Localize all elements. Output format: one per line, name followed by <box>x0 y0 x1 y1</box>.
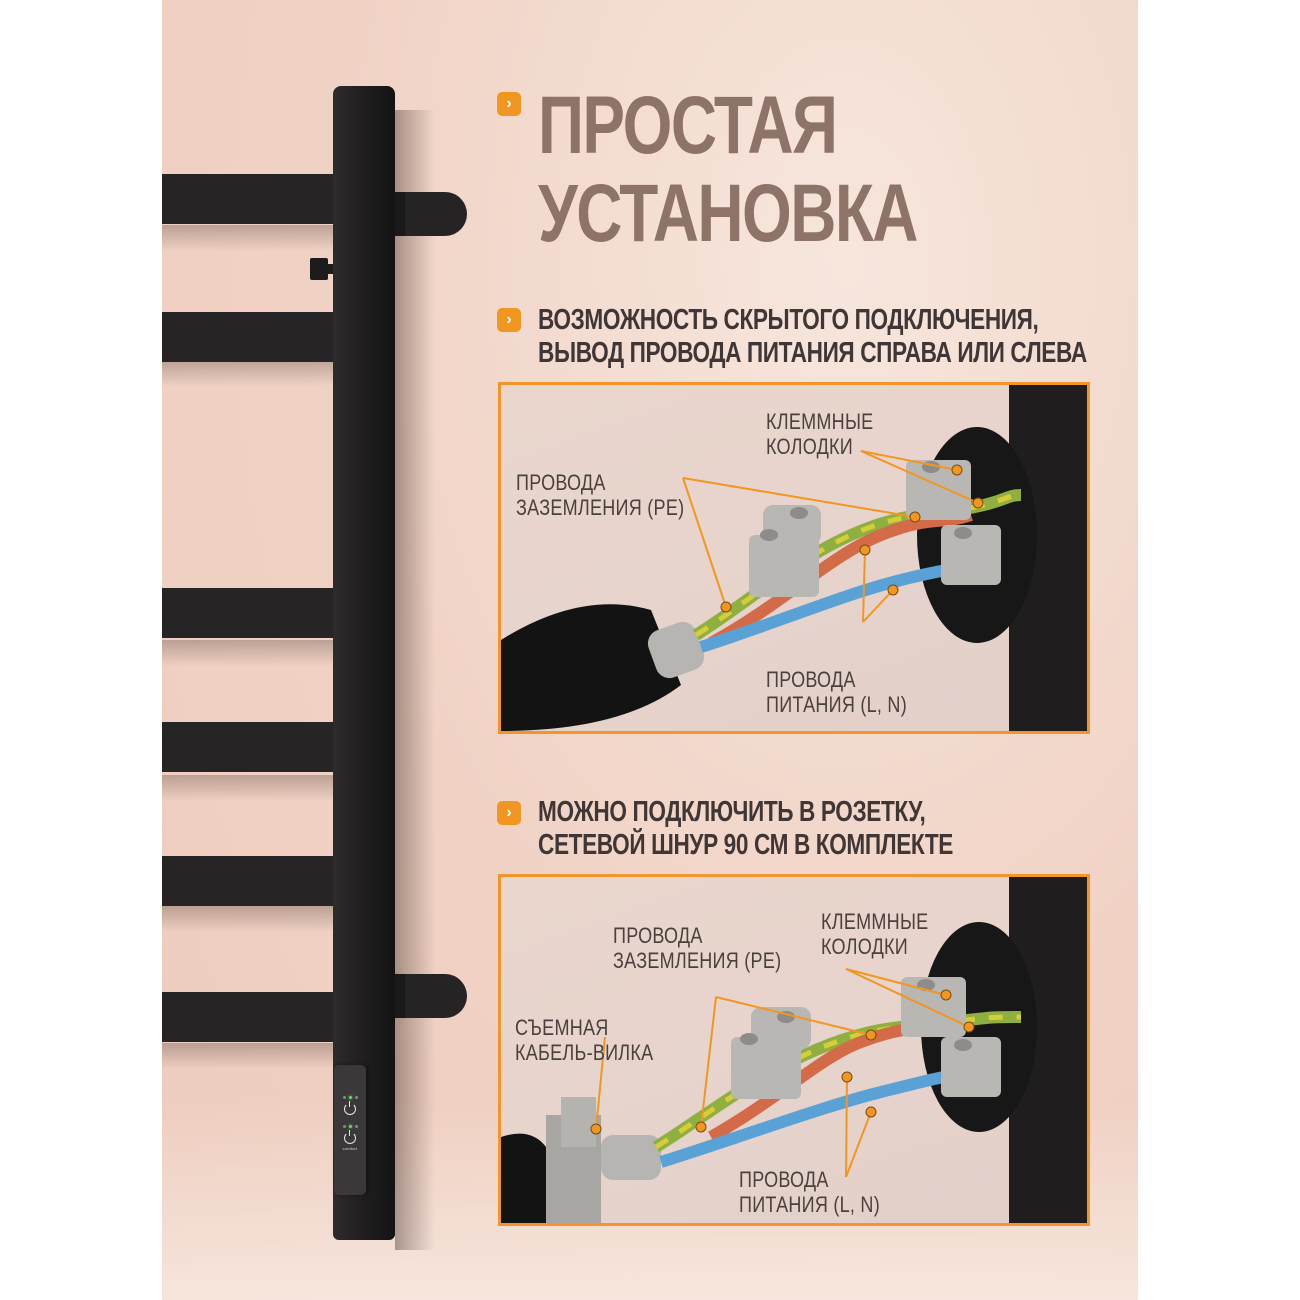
rail-shadow <box>162 906 333 932</box>
chevron-right-icon: › <box>497 92 521 116</box>
callout-line: ПРОВОДА <box>516 470 606 495</box>
wall-bracket-bottom <box>395 974 467 1018</box>
title-line-1: ПРОСТАЯ <box>538 80 838 171</box>
callout-ground-wires: ПРОВОДА ЗАЗЕМЛЕНИЯ (PE) <box>516 470 684 520</box>
valve-stem <box>326 264 336 274</box>
callout-line: КАБЕЛЬ-ВИЛКА <box>515 1040 654 1065</box>
heading-line: МОЖНО ПОДКЛЮЧИТЬ В РОЗЕТКУ, <box>538 796 926 828</box>
chevron-right-icon: › <box>497 801 521 825</box>
led-indicator <box>348 1125 352 1128</box>
valve-cap <box>310 258 328 280</box>
pipe-shadow <box>395 110 435 1250</box>
callout-terminal-blocks: КЛЕММНЫЕ КОЛОДКИ <box>766 409 873 459</box>
vertical-pipe <box>333 86 395 1240</box>
callout-line: ЗАЗЕМЛЕНИЯ (PE) <box>613 948 782 973</box>
rail-shadow <box>162 1043 333 1069</box>
bracket-ring <box>395 192 405 236</box>
callout-power-wires: ПРОВОДА ПИТАНИЯ (L, N) <box>739 1167 880 1217</box>
callout-line: КЛЕММНЫЕ <box>766 409 874 434</box>
section-2-heading: МОЖНО ПОДКЛЮЧИТЬ В РОЗЕТКУ, СЕТЕВОЙ ШНУР… <box>538 796 953 862</box>
callout-line: ПИТАНИЯ (L, N) <box>766 692 907 717</box>
callout-line: ПИТАНИЯ (L, N) <box>739 1192 880 1217</box>
callout-line: СЪЕМНАЯ <box>515 1015 609 1040</box>
plug-connection-photo: КЛЕММНЫЕ КОЛОДКИ ПРОВОДА ЗАЗЕМЛЕНИЯ (PE)… <box>498 874 1090 1226</box>
callout-line: КЛЕММНЫЕ <box>821 909 929 934</box>
bracket-ring <box>395 974 405 1018</box>
led-indicator <box>348 1096 352 1099</box>
rail-bar-5 <box>162 856 333 906</box>
heading-line: ВОЗМОЖНОСТЬ СКРЫТОГО ПОДКЛЮЧЕНИЯ, <box>538 304 1039 336</box>
rail-bar-4 <box>162 722 333 772</box>
callout-line: ПРОВОДА <box>739 1167 829 1192</box>
rail-bar-6 <box>162 992 333 1042</box>
heading-line: СЕТЕВОЙ ШНУР 90 СМ В КОМПЛЕКТЕ <box>538 829 954 861</box>
product-card: сomfort › ПРОСТАЯ УСТАНОВКА › ВОЗМОЖНОСТ… <box>162 0 1138 1300</box>
led-indicator <box>342 1096 346 1099</box>
rail-bar-2 <box>162 312 333 362</box>
led-indicator <box>354 1096 358 1099</box>
control-brand-label: сomfort <box>342 1146 358 1151</box>
wiring-illustration <box>501 385 1087 731</box>
callout-line: ЗАЗЕМЛЕНИЯ (PE) <box>516 495 685 520</box>
callout-detachable-plug: СЪЕМНАЯ КАБЕЛЬ-ВИЛКА <box>515 1015 653 1065</box>
rail-shadow <box>162 640 333 666</box>
heading-line: ВЫВОД ПРОВОДА ПИТАНИЯ СПРАВА ИЛИ СЛЕВА <box>538 337 1087 369</box>
hidden-connection-photo: КЛЕММНЫЕ КОЛОДКИ ПРОВОДА ЗАЗЕМЛЕНИЯ (PE)… <box>498 382 1090 734</box>
chevron-right-icon: › <box>497 308 521 332</box>
rail-shadow <box>162 775 333 801</box>
wall-bracket-top <box>395 192 467 236</box>
title-line-2: УСТАНОВКА <box>538 168 918 259</box>
rail-shadow <box>162 360 333 386</box>
led-indicator <box>342 1125 346 1128</box>
page-title: ПРОСТАЯ УСТАНОВКА <box>538 80 918 259</box>
callout-ground-wires: ПРОВОДА ЗАЗЕМЛЕНИЯ (PE) <box>613 923 781 973</box>
wiring-illustration <box>501 877 1087 1223</box>
rail-bar-3 <box>162 588 333 638</box>
heater-control-panel: сomfort <box>334 1065 366 1195</box>
callout-line: ПРОВОДА <box>613 923 703 948</box>
callout-line: КОЛОДКИ <box>766 434 854 459</box>
led-indicator <box>354 1125 358 1128</box>
section-1-heading: ВОЗМОЖНОСТЬ СКРЫТОГО ПОДКЛЮЧЕНИЯ, ВЫВОД … <box>538 304 1087 370</box>
rail-bar-1 <box>162 174 333 224</box>
rail-shadow <box>162 225 333 251</box>
power-button-icon[interactable] <box>344 1101 356 1115</box>
callout-terminal-blocks: КЛЕММНЫЕ КОЛОДКИ <box>821 909 928 959</box>
callout-line: ПРОВОДА <box>766 667 856 692</box>
mode-button-icon[interactable] <box>344 1130 356 1144</box>
callout-line: КОЛОДКИ <box>821 934 909 959</box>
callout-power-wires: ПРОВОДА ПИТАНИЯ (L, N) <box>766 667 907 717</box>
